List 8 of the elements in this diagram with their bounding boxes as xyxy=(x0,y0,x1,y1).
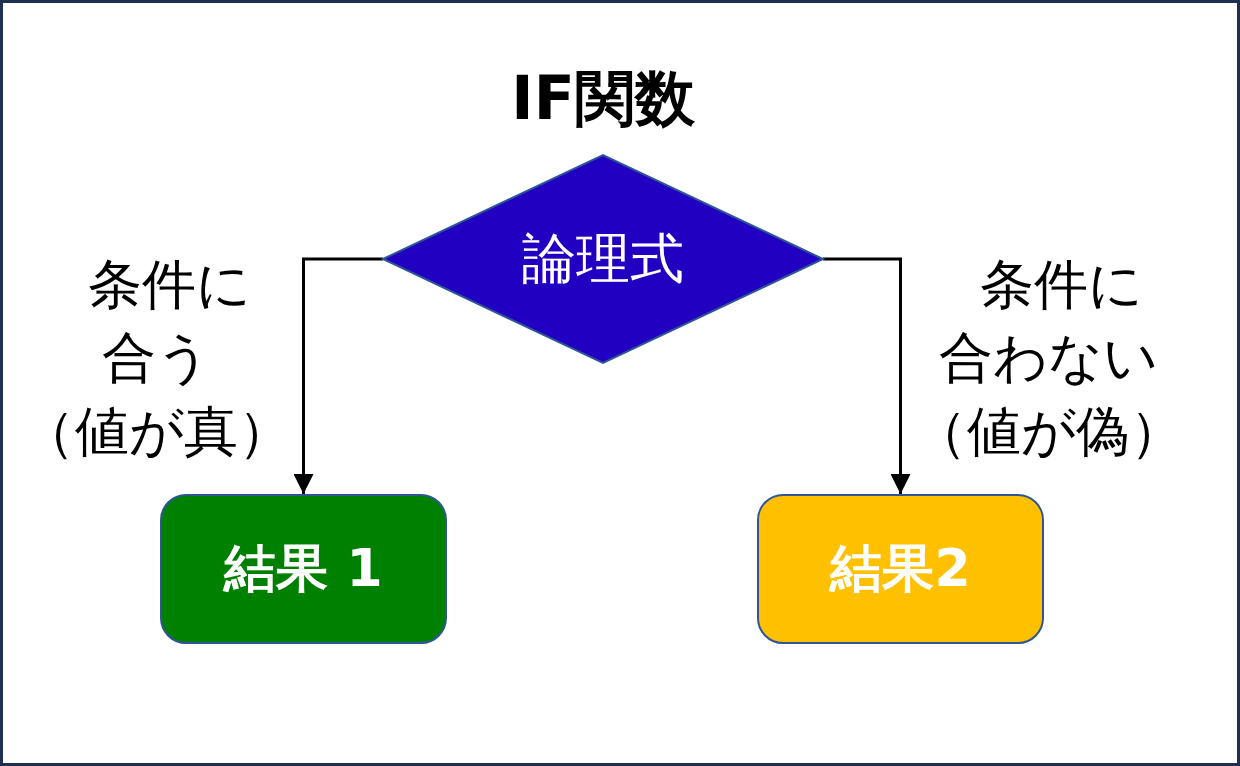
decision-diamond: 論理式 xyxy=(383,155,823,363)
result-box: 結果 1 xyxy=(160,494,447,644)
arrow xyxy=(823,257,911,494)
edge-label: 条件に合う（値が真） xyxy=(19,252,293,465)
result-box: 結果2 xyxy=(757,494,1044,644)
title: IF関数 xyxy=(511,68,695,128)
arrow xyxy=(293,257,383,494)
edge-label: 条件に合わない（値が偽） xyxy=(911,252,1185,465)
